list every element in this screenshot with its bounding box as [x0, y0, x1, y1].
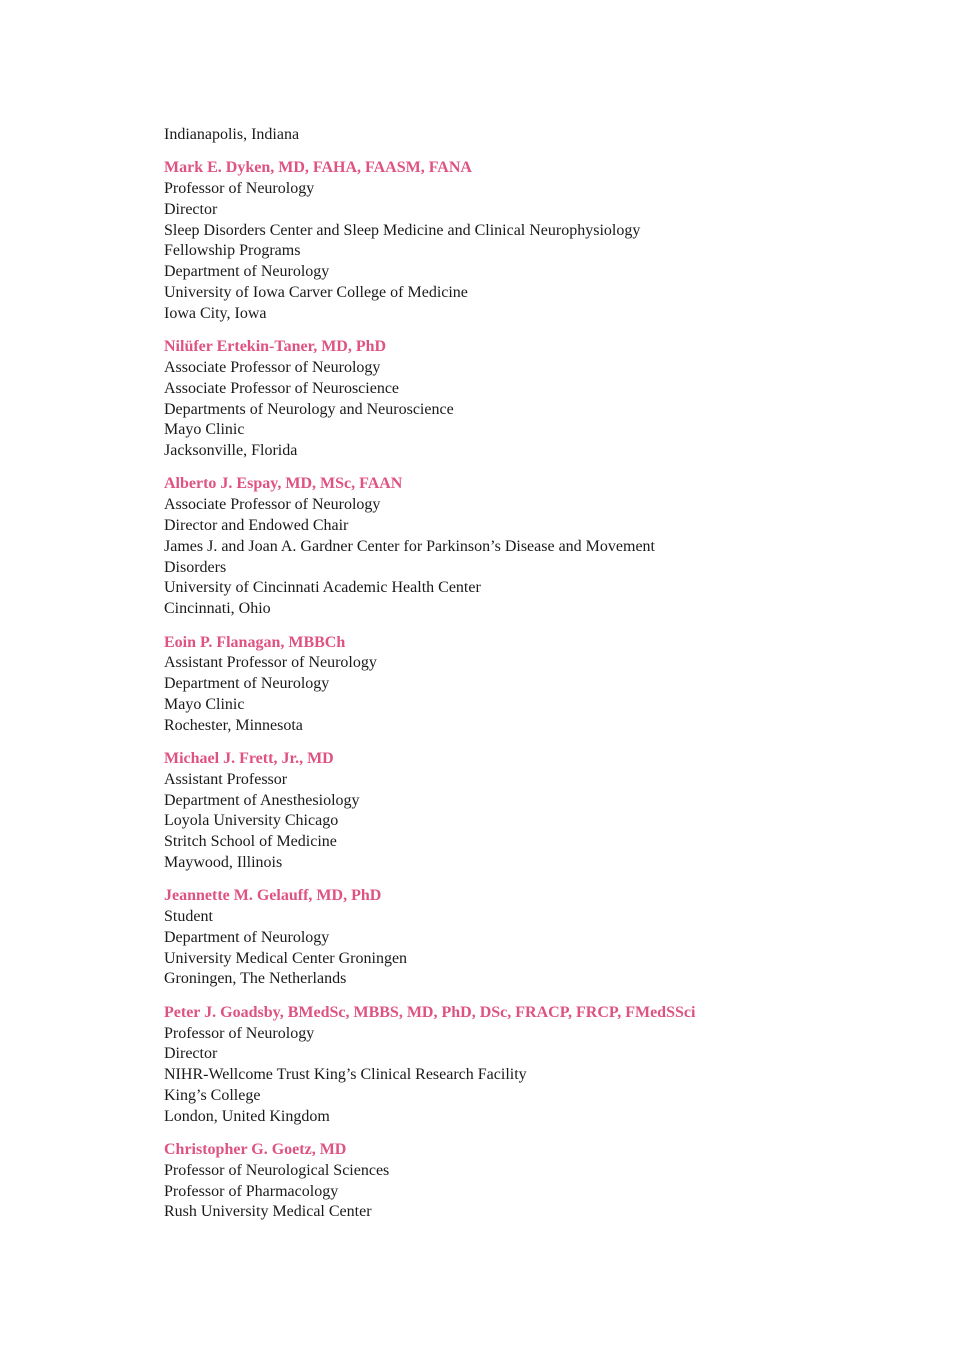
- affiliation-line: Department of Neurology: [164, 263, 330, 281]
- contributor-name: Eoin P. Flanagan, MBBCh: [164, 633, 346, 651]
- affiliation-line: Professor of Pharmacology: [164, 1182, 339, 1200]
- affiliation-line: Professor of Neurological Sciences: [164, 1161, 390, 1179]
- contributor-entry: Nilüfer Ertekin-Taner, MD, PhD Associate …: [164, 337, 864, 462]
- affiliation-line: University of Iowa Carver College of Med…: [164, 284, 468, 302]
- affiliation-line: Associate Professor of Neurology: [164, 358, 381, 376]
- affiliation-line: London, United Kingdom: [164, 1107, 330, 1125]
- affiliation-line: Loyola University Chicago: [164, 812, 339, 830]
- contributor-name: Christopher G. Goetz, MD: [164, 1141, 347, 1159]
- affiliation-line: King’s College: [164, 1086, 261, 1104]
- affiliation-line: Professor of Neurology: [164, 180, 315, 198]
- affiliation-line: Stritch School of Medicine: [164, 833, 337, 851]
- affiliation-line: University Medical Center Groningen: [164, 949, 408, 967]
- affiliation-line: Rochester, Minnesota: [164, 716, 303, 734]
- contributor-name: Alberto J. Espay, MD, MSc, FAAN: [164, 475, 403, 493]
- affiliation-line: Jacksonville, Florida: [164, 442, 298, 460]
- affiliation-line: Mayo Clinic: [164, 695, 245, 713]
- affiliation-line: Groningen, The Netherlands: [164, 970, 347, 988]
- contributor-entry: Christopher G. Goetz, MD Professor of Neu…: [164, 1140, 864, 1223]
- affiliation-line: Associate Professor of Neurology: [164, 496, 381, 514]
- contributor-name: Peter J. Goadsby, BMedSc, MBBS, MD, PhD,…: [164, 1003, 696, 1021]
- contributor-entry: Alberto J. Espay, MD, MSc, FAAN Associate…: [164, 474, 864, 620]
- affiliation-line: Mayo Clinic: [164, 421, 245, 439]
- affiliation-line: Rush University Medical Center: [164, 1203, 372, 1221]
- affiliation-line: Iowa City, Iowa: [164, 304, 267, 322]
- contributor-name: Michael J. Frett, Jr., MD: [164, 750, 334, 768]
- affiliation-line: Director: [164, 200, 218, 218]
- affiliation-line: Disorders: [164, 558, 227, 576]
- affiliation-line: Sleep Disorders Center and Sleep Medicin…: [164, 221, 641, 239]
- affiliation-line: Professor of Neurology: [164, 1024, 315, 1042]
- affiliation-line: Maywood, Illinois: [164, 854, 283, 871]
- affiliation-line: Departments of Neurology and Neuroscienc…: [164, 400, 454, 418]
- affiliation-line: Assistant Professor of Neurology: [164, 654, 377, 672]
- affiliation-line: Fellowship Programs: [164, 242, 301, 260]
- contributors-page: Indianapolis, Indiana Mark E. Dyken, MD,…: [164, 125, 864, 1223]
- affiliation-line: Cincinnati, Ohio: [164, 600, 271, 618]
- affiliation-line: Department of Neurology: [164, 675, 330, 693]
- affiliation-line: James J. and Joan A. Gardner Center for …: [164, 537, 655, 555]
- affiliation-line: University of Cincinnati Academic Health…: [164, 579, 481, 597]
- contributor-name: Mark E. Dyken, MD, FAHA, FAASM, FANA: [164, 159, 472, 177]
- affiliation-line: Department of Anesthesiology: [164, 791, 360, 809]
- contributor-entry: Mark E. Dyken, MD, FAHA, FAASM, FANA Prof…: [164, 158, 864, 324]
- affiliation-line: Director: [164, 1045, 218, 1063]
- contributor-list: Mark E. Dyken, MD, FAHA, FAASM, FANA Prof…: [164, 158, 864, 1223]
- affiliation-line: Associate Professor of Neuroscience: [164, 379, 400, 397]
- affiliation-line: Student: [164, 908, 213, 926]
- contributor-name: Nilüfer Ertekin-Taner, MD, PhD: [164, 338, 387, 356]
- affiliation-line: NIHR-Wellcome Trust King’s Clinical Rese…: [164, 1066, 527, 1084]
- affiliation-line: Department of Neurology: [164, 928, 330, 946]
- contributor-entry: Peter J. Goadsby, BMedSc, MBBS, MD, PhD,…: [164, 1003, 864, 1128]
- contributor-name: Jeannette M. Gelauff, MD, PhD: [164, 887, 382, 905]
- affiliation-line: Director and Endowed Chair: [164, 517, 349, 535]
- contributor-entry: Michael J. Frett, Jr., MD Assistant Profe…: [164, 749, 864, 874]
- affiliation-line: Assistant Professor: [164, 770, 288, 788]
- location-line: Indianapolis, Indiana: [164, 126, 300, 143]
